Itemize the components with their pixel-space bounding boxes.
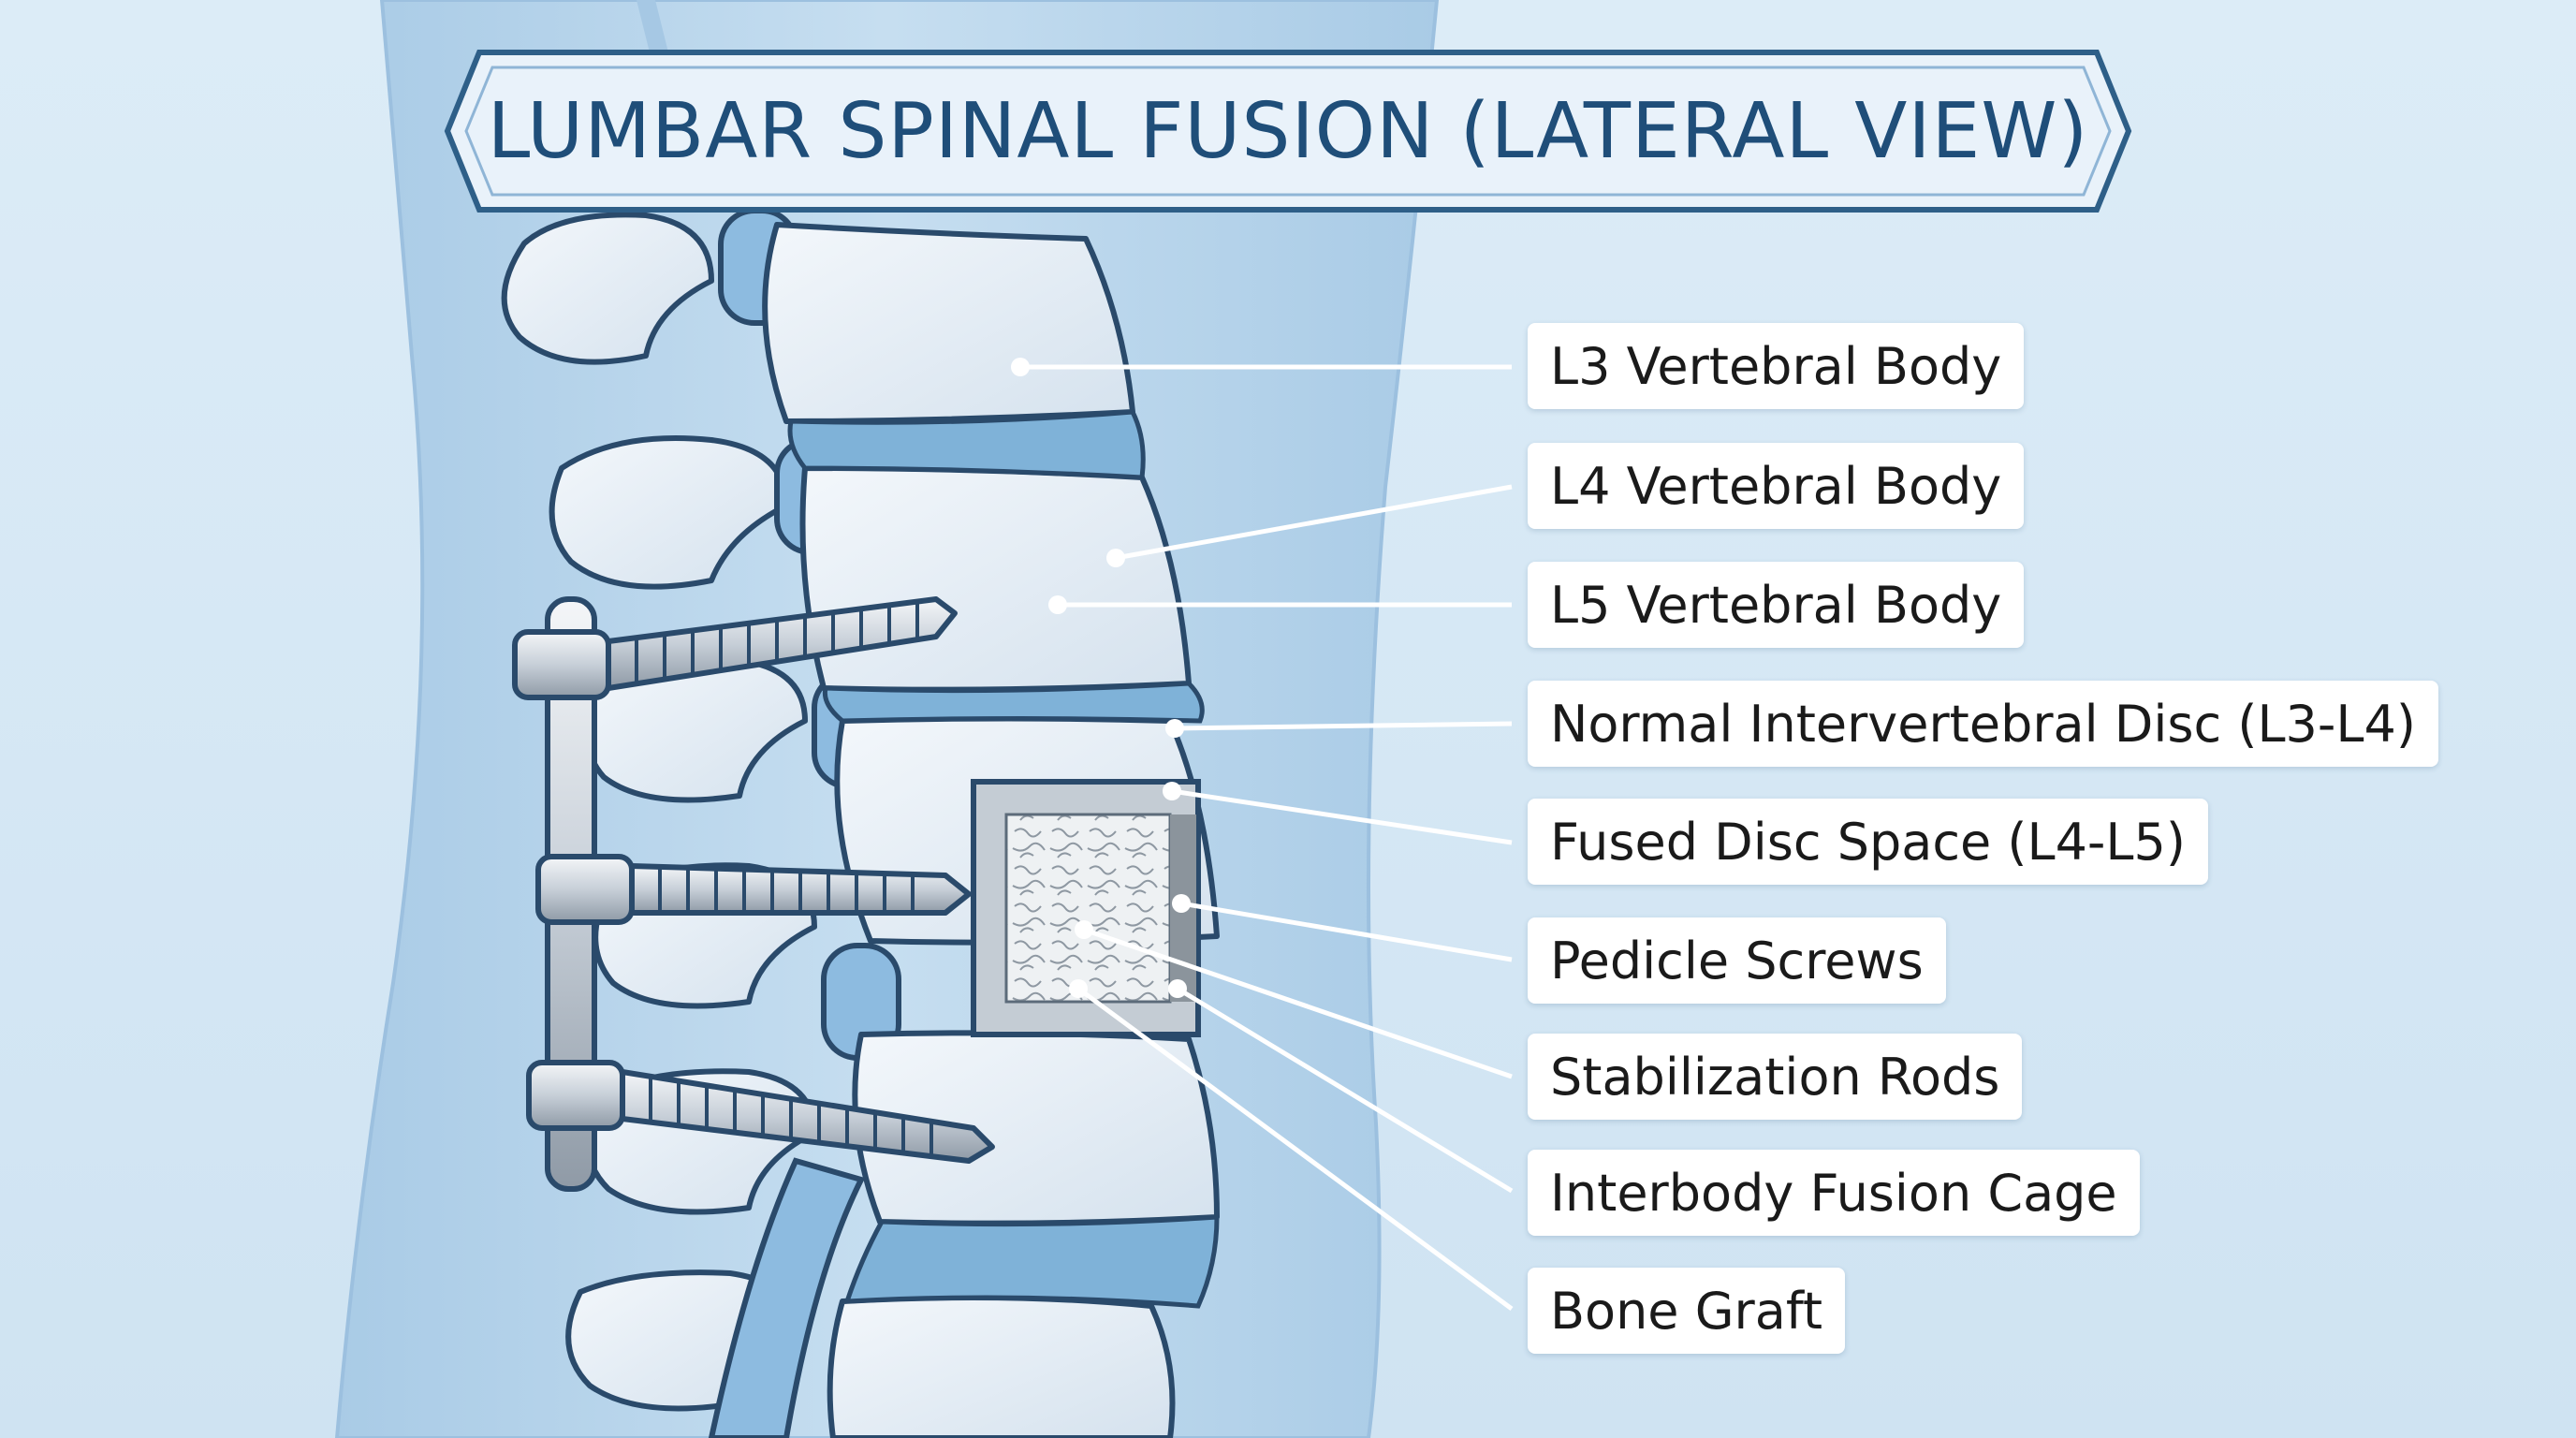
label-stabilization-rods: Stabilization Rods xyxy=(1528,1034,2023,1120)
label-l3-vertebral-body: L3 Vertebral Body xyxy=(1528,323,2025,409)
title-banner xyxy=(444,50,2132,213)
label-l4-vertebral-body: L4 Vertebral Body xyxy=(1528,443,2025,529)
screw-2 xyxy=(535,854,972,925)
leader-rods xyxy=(1083,927,1513,1079)
leader-fused-disc xyxy=(1171,788,1513,845)
pedicle-screws xyxy=(512,596,995,1164)
bone-graft xyxy=(1004,813,1172,1004)
label-interbody-fusion-cage: Interbody Fusion Cage xyxy=(1528,1150,2140,1236)
label-l5-vertebral-body: L5 Vertebral Body xyxy=(1528,562,2025,648)
page-title: LUMBAR SPINAL FUSION (LATERAL VIEW) xyxy=(487,86,2089,176)
leader-lines xyxy=(1020,364,1514,1312)
leader-cage xyxy=(1176,986,1514,1194)
label-fused-disc-space: Fused Disc Space (L4-L5) xyxy=(1528,799,2208,885)
screw-1 xyxy=(512,596,958,700)
label-normal-disc: Normal Intervertebral Disc (L3-L4) xyxy=(1528,681,2438,767)
leader-normal-disc xyxy=(1174,721,1513,731)
interbody-fusion-cage xyxy=(971,779,1201,1037)
title-container: LUMBAR SPINAL FUSION (LATERAL VIEW) xyxy=(447,52,2129,210)
vertebra-top xyxy=(762,222,1135,424)
intervertebral-discs xyxy=(787,409,1220,1309)
leader-dots xyxy=(1011,358,1191,998)
vertebra-l3 xyxy=(799,465,1192,693)
label-pedicle-screws: Pedicle Screws xyxy=(1528,917,1946,1004)
posterior-elements xyxy=(501,212,817,1412)
vertebra-bottom xyxy=(827,1295,1176,1438)
leader-l4 xyxy=(1115,484,1513,561)
leader-bone-graft xyxy=(1076,986,1514,1312)
screw-3 xyxy=(526,1060,995,1164)
leader-pedicle-screws xyxy=(1180,901,1513,962)
label-bone-graft: Bone Graft xyxy=(1528,1268,1846,1354)
